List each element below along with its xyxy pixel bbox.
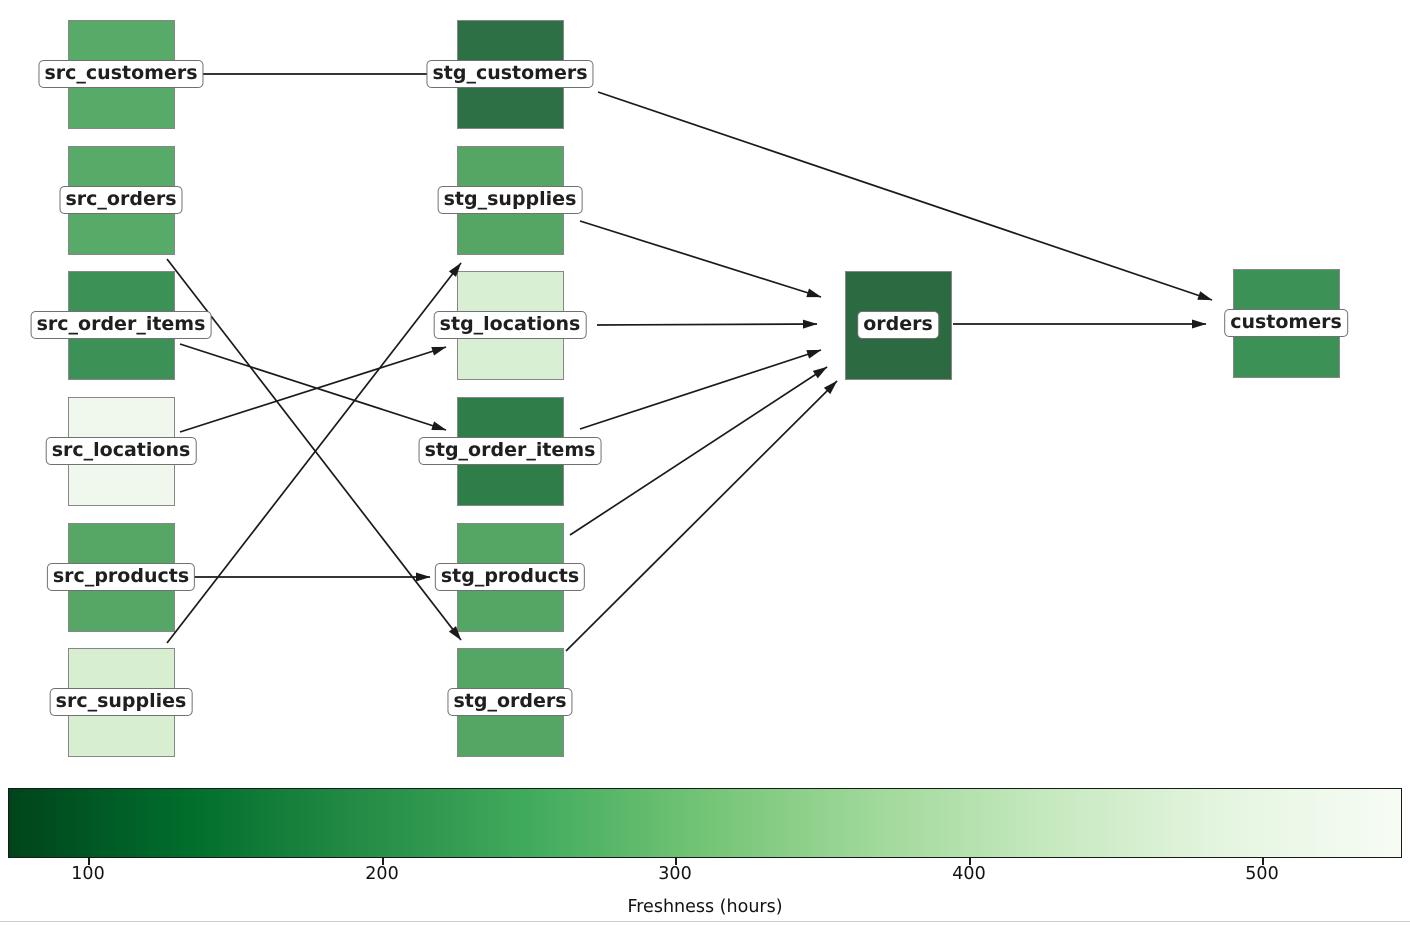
node-label-src_order_items: src_order_items	[30, 311, 212, 339]
node-label-stg_locations: stg_locations	[433, 311, 587, 339]
node-label-src_supplies: src_supplies	[49, 688, 193, 716]
node-label-orders: orders	[857, 311, 939, 339]
figure-bottom-rule	[0, 921, 1410, 922]
colorbar-axis-label: Freshness (hours)	[627, 897, 783, 917]
colorbar-tick-label-200: 200	[365, 864, 399, 884]
edge-src_supplies-to-stg_supplies	[166, 262, 462, 644]
edge-stg_products-to-orders	[569, 366, 828, 536]
colorbar-tick-label-300: 300	[658, 864, 692, 884]
colorbar-tick-mark-500	[1262, 858, 1264, 865]
node-label-stg_order_items: stg_order_items	[418, 437, 602, 465]
edge-stg_supplies-to-orders	[579, 220, 822, 298]
node-label-stg_products: stg_products	[434, 563, 586, 591]
node-label-stg_supplies: stg_supplies	[437, 186, 583, 214]
edge-stg_orders-to-orders	[565, 380, 838, 652]
node-label-src_products: src_products	[46, 563, 196, 591]
node-label-src_locations: src_locations	[45, 437, 197, 465]
colorbar-tick-mark-300	[675, 858, 677, 865]
colorbar-tick-mark-100	[88, 858, 90, 865]
freshness-colorbar	[8, 788, 1402, 858]
node-label-src_customers: src_customers	[38, 60, 204, 88]
edge-src_locations-to-stg_locations	[179, 346, 447, 433]
node-label-customers: customers	[1224, 309, 1348, 337]
edge-src_order_items-to-stg_order_items	[179, 343, 447, 431]
edge-stg_order_items-to-orders	[579, 349, 822, 430]
colorbar-tick-mark-400	[969, 858, 971, 865]
colorbar-tick-label-400: 400	[952, 864, 986, 884]
colorbar-tick-mark-200	[382, 858, 384, 865]
node-label-src_orders: src_orders	[59, 186, 183, 214]
node-label-stg_customers: stg_customers	[426, 60, 594, 88]
colorbar-tick-label-100: 100	[71, 864, 105, 884]
edge-stg_customers-to-customers	[597, 91, 1213, 301]
node-label-stg_orders: stg_orders	[447, 688, 573, 716]
edge-stg_locations-to-orders	[596, 319, 818, 329]
colorbar-tick-label-500: 500	[1245, 864, 1279, 884]
